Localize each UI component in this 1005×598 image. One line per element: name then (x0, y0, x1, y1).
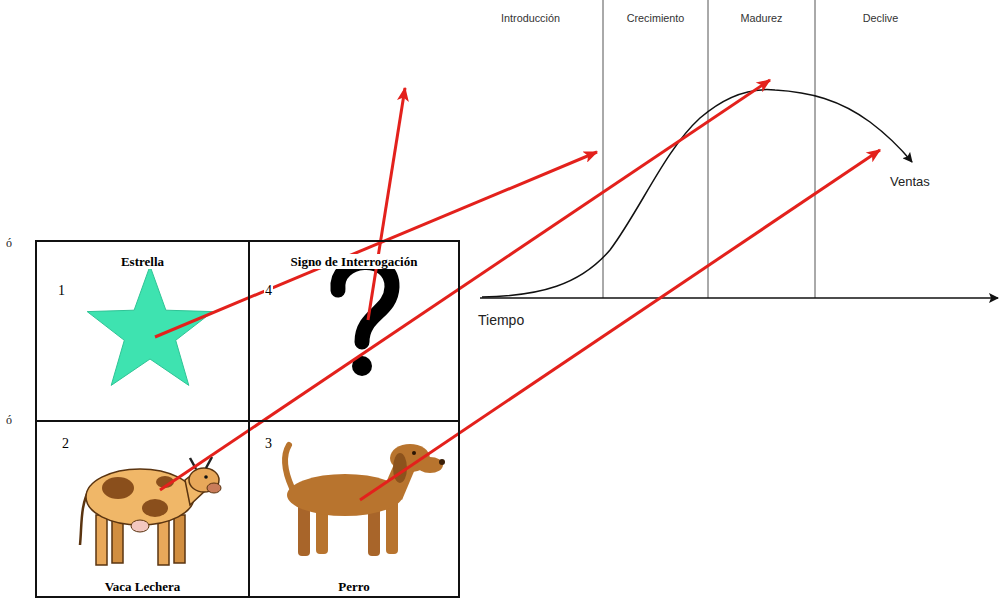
life-stage-band: Introducción (480, 0, 603, 298)
cow-leg (174, 515, 185, 563)
curve-label: Ventas (890, 174, 930, 189)
red-arrow (368, 88, 405, 320)
axis-fragment: ó (6, 413, 12, 428)
callout-number: 2 (61, 436, 70, 451)
quadrant-title: Estrella (119, 254, 166, 269)
cow-udder (131, 520, 149, 532)
life-cycle-chart (480, 0, 998, 298)
stage-label: Declive (815, 0, 1000, 24)
time-axis (480, 297, 998, 299)
red-arrow (155, 152, 597, 337)
life-stage-band: Madurez (708, 0, 815, 298)
cow-eye (204, 475, 208, 479)
life-stage-band: Crecimiento (603, 0, 708, 298)
quadrant-title: Perro (336, 579, 372, 594)
red-arrow (360, 150, 880, 500)
callout-number: 4 (264, 283, 273, 298)
axis-label: Tiempo (478, 312, 524, 328)
question-mark-icon (338, 263, 392, 376)
cow-leg (96, 515, 107, 565)
sales-curve (482, 90, 912, 297)
stage-label: Crecimiento (603, 0, 708, 24)
stage-divider (708, 0, 709, 298)
matrix-cell: Estrella 1 (35, 240, 250, 422)
dog-icon (285, 444, 445, 556)
cow-icon (80, 457, 221, 565)
matrix-cell: Perro 3 (248, 420, 460, 598)
cow-muzzle (207, 483, 221, 493)
star-icon (87, 266, 213, 385)
dog-body (287, 474, 403, 516)
axis-fragment: ó (6, 236, 12, 251)
matrix-cell: Vaca Lechera 2 (35, 420, 250, 598)
cow-spot (142, 499, 168, 517)
quadrant-title: Vaca Lechera (103, 579, 183, 594)
question-hook (338, 263, 392, 342)
dog-tail (285, 445, 292, 488)
stage-label: Introducción (480, 0, 603, 24)
dog-nose (439, 459, 445, 465)
stage-label: Madurez (708, 0, 815, 24)
stage-divider (603, 0, 604, 298)
dog-eye (412, 451, 416, 455)
stage-divider (815, 0, 816, 298)
quadrant-title: Signo de Interrogación (289, 254, 420, 269)
callout-number: 3 (264, 436, 273, 451)
callout-number: 1 (57, 283, 66, 298)
matrix-cell: Signo de Interrogación 4 (248, 240, 460, 422)
life-stage-band: Declive (815, 0, 1000, 298)
cow-spot (102, 477, 134, 499)
